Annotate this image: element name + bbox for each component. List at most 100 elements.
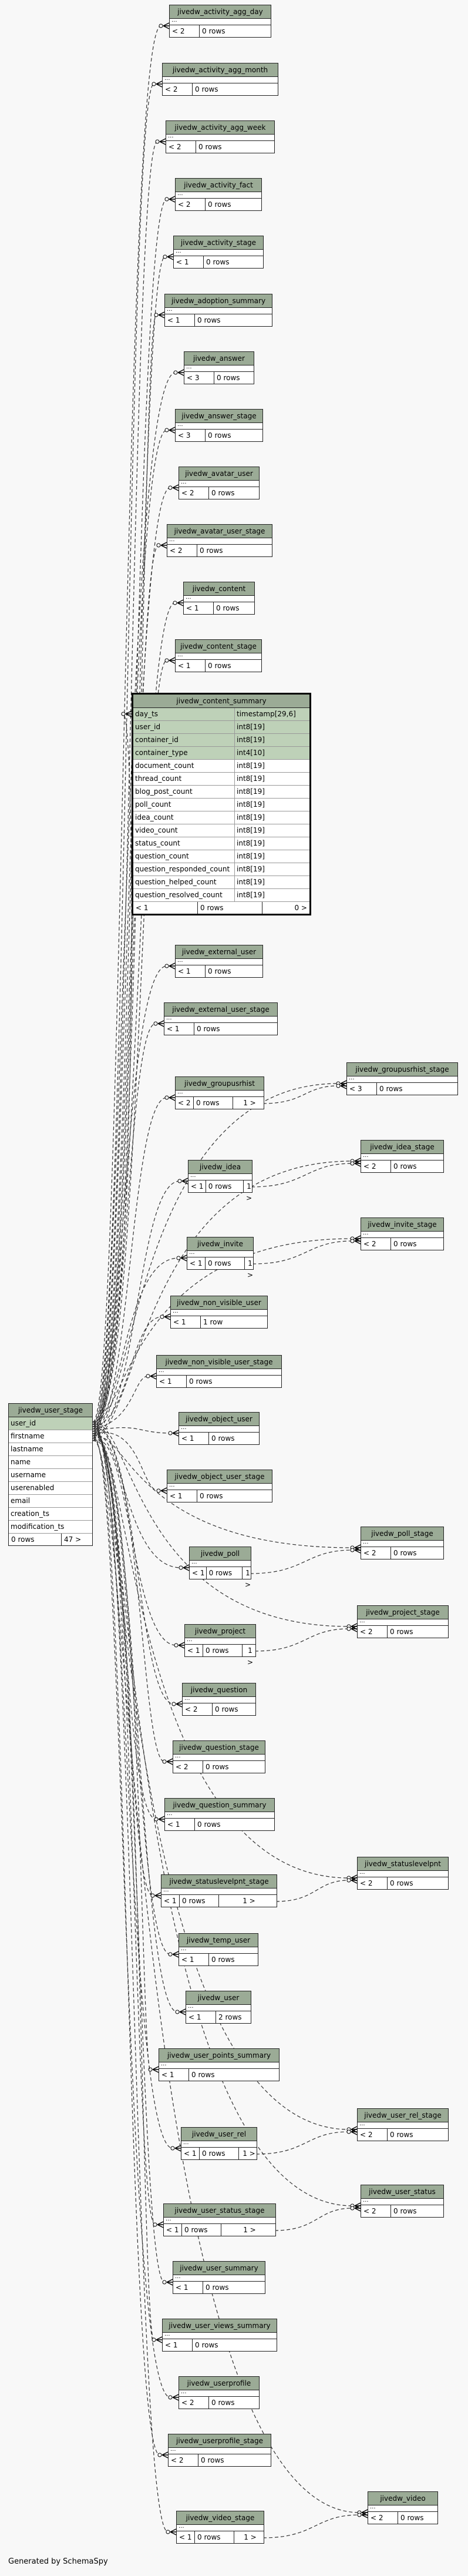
column-name: thread_count: [135, 774, 182, 783]
collapsed-columns-marker: ...: [164, 1015, 277, 1023]
edge-user-stage-to-jivedw_external_user: [92, 965, 167, 1430]
column-row: name: [9, 1456, 92, 1469]
table-header: jivedw_non_visible_user_stage: [157, 1356, 281, 1369]
column-name: question_resolved_count: [135, 891, 223, 899]
column-name: container_id: [135, 736, 179, 744]
collapsed-columns-marker: ...: [159, 2061, 279, 2069]
edge-user-stage-to-jivedw_user_summary: [92, 1431, 165, 2283]
crowfoot-jivedw_invite_stage: [354, 1237, 361, 1245]
column-name: idea_count: [135, 813, 174, 821]
table-header: jivedw_question_stage: [173, 1741, 265, 1755]
table-header: jivedw_user_rel_stage: [358, 2109, 448, 2122]
collapsed-columns-marker: ...: [176, 1089, 264, 1097]
optional-marker: [346, 2129, 351, 2134]
optional-marker: [350, 1161, 355, 1166]
column-type: int8[19]: [234, 773, 309, 785]
table-header: jivedw_avatar_user: [179, 467, 259, 481]
table-header: jivedw_video_stage: [177, 2511, 264, 2525]
table-header: jivedw_idea_stage: [361, 1141, 443, 1154]
table-header: jivedw_non_visible_user: [171, 1296, 267, 1310]
column-type: int8[19]: [234, 889, 309, 901]
crowfoot-jivedw_user_summary: [166, 2279, 173, 2286]
column-name: username: [11, 1471, 46, 1479]
column-row: thread_count int8[19]: [133, 773, 309, 786]
column-name: question_responded_count: [135, 865, 230, 873]
table-header: jivedw_userprofile: [179, 2377, 259, 2390]
edge-user-stage-to-jivedw_video_stage: [92, 1421, 169, 2533]
collapsed-columns-marker: ...: [167, 1482, 272, 1490]
edge-user-stage-to-jivedw_question: [92, 1424, 174, 1705]
table-header: jivedw_external_user: [176, 945, 262, 959]
crowfoot-jivedw_external_user: [169, 962, 176, 970]
column-type: int8[19]: [234, 734, 309, 746]
crowfoot-jivedw_user_status_stage: [157, 2221, 164, 2228]
table-header: jivedw_user_status_stage: [164, 2204, 275, 2218]
optional-marker: [350, 1548, 355, 1552]
column-type: int8[19]: [234, 824, 309, 837]
column-name: status_count: [135, 839, 180, 847]
table-header: jivedw_statuslevelpnt_stage: [161, 1875, 277, 1889]
edge-jivedw_statuslevelpnt_stage-to-jivedw_statuslevelpnt: [275, 1880, 349, 1902]
edge-jivedw_poll-to-jivedw_poll_stage: [250, 1549, 353, 1574]
